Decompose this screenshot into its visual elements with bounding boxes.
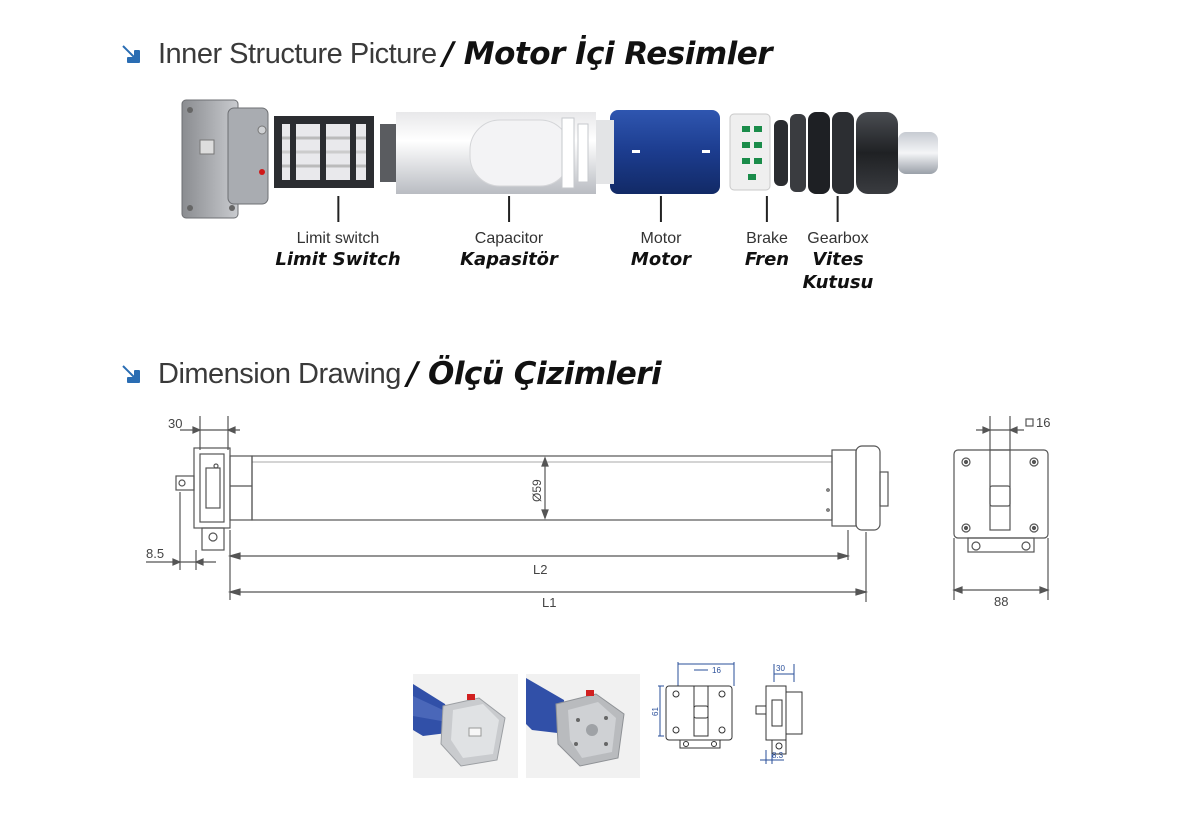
dim-L2-label: L2 bbox=[533, 562, 547, 577]
part-label-en: Motor bbox=[640, 230, 682, 247]
part-tick bbox=[507, 196, 510, 222]
part-tick bbox=[766, 196, 768, 222]
side-dimension-drawing: 30 Ø59 8.5 L2 bbox=[146, 416, 889, 602]
part-tick bbox=[659, 196, 662, 222]
dim-30-label: 30 bbox=[168, 416, 182, 431]
part-label-en: Capacitor bbox=[474, 230, 544, 247]
part-label-en: Brake bbox=[746, 230, 788, 247]
part-motor: Motor Motor bbox=[631, 196, 691, 271]
motor-head-photo-1 bbox=[413, 674, 518, 778]
inner-structure-title-en: Inner Structure Picture bbox=[158, 37, 437, 70]
part-brake: Brake Fren bbox=[745, 196, 789, 271]
part-label-tr: Limit Switch bbox=[275, 249, 401, 270]
drawing-gear-end bbox=[826, 445, 889, 531]
part-label-tr: Kapasitör bbox=[460, 249, 558, 270]
part-label-tr: Fren bbox=[744, 249, 790, 270]
part-label-tr-line2: Kutusu bbox=[802, 272, 874, 293]
dim-8-5-label: 8.5 bbox=[146, 546, 164, 561]
dimension-drawing-title-en: Dimension Drawing bbox=[158, 357, 401, 390]
part-label-tr: Motor bbox=[630, 249, 692, 270]
side-8-3-label: 8.3 bbox=[772, 751, 784, 760]
small-side-drawing: 30 8.3 bbox=[755, 664, 803, 764]
drawing-head bbox=[175, 447, 253, 551]
front-61-label: 61 bbox=[651, 707, 660, 716]
capacitor-fins bbox=[561, 117, 589, 189]
capacitor-body bbox=[469, 119, 571, 187]
gearbox-assembly bbox=[774, 112, 898, 194]
inner-structure-title: Inner Structure Picture / Motor İçi Resi… bbox=[120, 36, 773, 72]
brake-assembly bbox=[729, 113, 771, 191]
dim-diameter-label: Ø59 bbox=[530, 479, 544, 502]
motor-rotor bbox=[610, 110, 720, 194]
arrow-down-right-icon bbox=[122, 365, 140, 383]
part-gearbox: Gearbox Vites Kutusu bbox=[802, 196, 874, 294]
end-view-drawing: 16 88 bbox=[952, 415, 1050, 609]
part-capacitor: Capacitor Kapasitör bbox=[460, 196, 558, 271]
output-shaft bbox=[898, 132, 938, 174]
motor-head-photo-2 bbox=[526, 674, 640, 778]
part-label-tr: Vites bbox=[812, 249, 864, 270]
part-limit-switch: Limit switch Limit Switch bbox=[275, 196, 401, 271]
part-tick bbox=[836, 196, 839, 222]
motor-cutaway-illustration bbox=[181, 99, 938, 219]
part-label-en: Limit switch bbox=[296, 230, 380, 247]
front-16-label: 16 bbox=[712, 666, 721, 675]
dim-square-label: 16 bbox=[1036, 415, 1050, 430]
dimension-drawing-title: Dimension Drawing / Ölçü Çizimleri bbox=[120, 356, 662, 392]
part-label-en: Gearbox bbox=[807, 230, 869, 247]
part-tick bbox=[336, 196, 339, 222]
side-30-label: 30 bbox=[776, 664, 785, 673]
small-front-drawing: 16 61 bbox=[651, 662, 735, 749]
coupling-ring bbox=[380, 124, 396, 182]
arrow-down-right-icon bbox=[122, 45, 140, 63]
dimension-drawing-title-tr: / Ölçü Çizimleri bbox=[406, 356, 662, 392]
motor-head-block bbox=[181, 99, 269, 219]
inner-structure-title-tr: / Motor İçi Resimler bbox=[442, 36, 773, 72]
limit-switch-cage bbox=[274, 116, 374, 188]
dim-L1-label: L1 bbox=[542, 595, 557, 610]
dim-88-label: 88 bbox=[994, 594, 1008, 609]
